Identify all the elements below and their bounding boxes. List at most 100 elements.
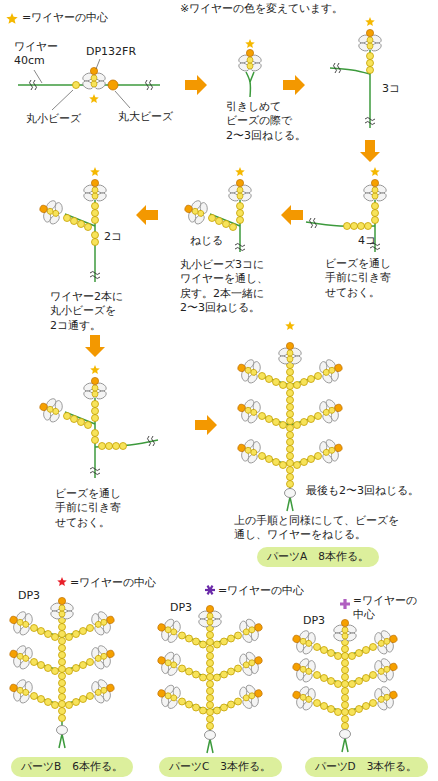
break-mark xyxy=(30,80,37,90)
center-mark-cross xyxy=(340,599,350,609)
bead xyxy=(372,187,378,193)
bead xyxy=(287,439,294,446)
bead xyxy=(80,696,87,703)
break-mark xyxy=(334,63,341,73)
bead xyxy=(308,376,315,383)
bead xyxy=(287,411,294,418)
bead xyxy=(73,631,80,638)
bead xyxy=(342,646,349,653)
bead xyxy=(266,376,273,383)
flower-bead xyxy=(316,435,346,466)
tip-bead xyxy=(237,443,246,452)
bead xyxy=(328,650,335,657)
flower-bead xyxy=(289,654,319,685)
break-mark xyxy=(90,468,100,475)
bead xyxy=(287,481,294,488)
bead xyxy=(342,702,349,709)
bead xyxy=(287,467,294,474)
bead xyxy=(73,699,80,706)
tip-bead xyxy=(334,443,343,452)
flower-bead xyxy=(289,682,319,713)
flower-bead xyxy=(316,395,346,426)
bead xyxy=(73,82,80,89)
bead xyxy=(92,239,99,246)
bead xyxy=(31,625,38,632)
bead xyxy=(363,675,370,682)
large-bead xyxy=(108,80,118,90)
bead xyxy=(209,215,216,222)
bead xyxy=(356,706,363,713)
bead xyxy=(207,695,214,702)
flower-bead xyxy=(228,179,253,202)
bead xyxy=(301,459,308,466)
bead xyxy=(259,453,266,460)
note-text: 上の手順と同様にして、ビーズを 通し、ワイヤーをねじる。 xyxy=(234,514,412,543)
bead xyxy=(207,674,214,681)
bead xyxy=(314,644,321,651)
bead xyxy=(207,653,214,660)
note-text: ビーズを通し 手前に引き寄 せておく。 xyxy=(55,487,129,530)
bead xyxy=(287,446,294,453)
part-count-text: パーツA 8本作る。 xyxy=(267,550,369,564)
flower-bead xyxy=(6,607,36,638)
bead xyxy=(216,218,223,225)
tip-bead xyxy=(292,690,301,699)
center-mark-star xyxy=(370,167,380,176)
bead xyxy=(92,385,98,391)
bead xyxy=(45,699,52,706)
bead xyxy=(92,408,99,415)
flower-bead xyxy=(83,377,108,400)
bead xyxy=(207,613,213,619)
bead xyxy=(328,678,335,685)
tip-bead xyxy=(9,683,18,692)
flower-bead xyxy=(316,355,346,386)
wire xyxy=(290,497,293,511)
bead xyxy=(363,703,370,710)
part-label: DP3 xyxy=(170,601,192,615)
wire xyxy=(62,734,65,748)
bead xyxy=(207,619,213,625)
bead xyxy=(59,659,66,666)
bead xyxy=(367,37,373,43)
center-mark-star xyxy=(235,167,245,176)
tip-bead xyxy=(91,179,98,186)
flower-bead xyxy=(371,654,401,685)
bead xyxy=(214,674,221,681)
center-mark-star xyxy=(90,167,100,176)
step-arrow xyxy=(360,140,380,162)
note-text: 丸大ビーズ xyxy=(118,110,173,124)
bead xyxy=(287,369,294,376)
tip-bead xyxy=(366,29,373,36)
bead xyxy=(38,696,45,703)
bead xyxy=(372,210,379,217)
bead xyxy=(342,633,348,639)
flower-bead xyxy=(234,435,264,466)
flower-bead xyxy=(88,675,118,706)
break-mark xyxy=(90,272,100,279)
flower-bead xyxy=(154,680,184,711)
bead xyxy=(315,373,322,380)
bead xyxy=(186,635,193,642)
bead xyxy=(59,694,66,701)
bead xyxy=(372,193,378,199)
bead xyxy=(92,232,99,239)
tip-bead xyxy=(106,615,115,624)
bead xyxy=(266,416,273,423)
bead xyxy=(273,379,280,386)
bead xyxy=(280,422,287,429)
break-mark xyxy=(365,118,375,125)
bead xyxy=(230,224,237,231)
bead xyxy=(80,628,87,635)
bead xyxy=(92,210,99,217)
bead xyxy=(59,611,65,617)
flower-bead xyxy=(236,647,266,678)
bead xyxy=(92,217,99,224)
bead xyxy=(356,678,363,685)
part-count-text: パーツD 3本作る。 xyxy=(315,760,418,774)
bead xyxy=(370,644,377,651)
tip-bead xyxy=(91,377,98,384)
break-mark xyxy=(148,436,155,446)
tip-bead xyxy=(254,656,263,665)
note-text: 引きしめて ビーズの際で 2〜3回ねじる。 xyxy=(226,100,312,143)
flower-bead xyxy=(83,179,108,202)
